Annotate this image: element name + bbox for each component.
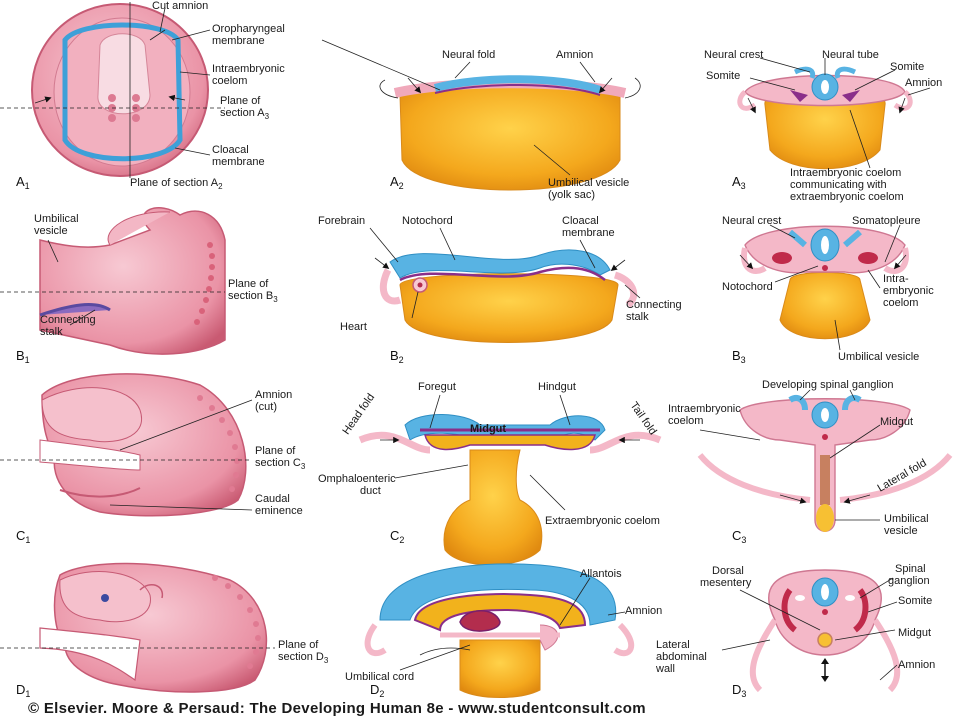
label-somite-a3-left: Somite	[706, 70, 740, 82]
label-somite-d3: Somite	[898, 595, 932, 607]
label-intraembryonic-coelom-b3: Intra- embryonic coelom	[883, 273, 937, 309]
panel-c3-diagram	[697, 389, 953, 532]
label-plane-section-d3: Plane of section D3	[278, 639, 329, 665]
label-hindgut: Hindgut	[538, 381, 576, 393]
label-connecting-stalk-b2: Connecting stalk	[626, 299, 685, 323]
label-oropharyngeal-membrane: Oropharyngeal membrane	[212, 23, 288, 47]
label-cloacal-membrane-a1: Cloacal membrane	[212, 144, 265, 168]
panel-label-a2: A2	[390, 174, 404, 191]
label-midgut-c3: Midgut	[880, 416, 913, 428]
label-amnion-cut-c1: Amnion (cut)	[255, 389, 295, 413]
label-somatopleure: Somatopleure	[852, 215, 921, 227]
label-neural-crest-b3: Neural crest	[722, 215, 781, 227]
label-foregut: Foregut	[418, 381, 456, 393]
panel-label-d2: D2	[370, 682, 384, 699]
label-umbilical-cord: Umbilical cord	[345, 671, 414, 683]
panel-c2-diagram	[358, 394, 662, 566]
label-connecting-stalk-b1: Connecting stalk	[40, 314, 99, 338]
label-dorsal-mesentery: Dorsal mesentery	[700, 565, 752, 589]
label-extraembryonic-coelom: Extraembryonic coelom	[545, 515, 660, 527]
label-intraembryonic-coelom-a1: Intraembryonic coelom	[212, 63, 288, 87]
label-plane-section-a2: Plane of section A2	[130, 177, 223, 191]
panel-b3-diagram	[739, 224, 909, 351]
panel-label-c1: C1	[16, 528, 30, 545]
label-amnion-d3: Amnion	[898, 659, 935, 671]
label-caudal-eminence: Caudal eminence	[255, 493, 303, 517]
label-head-fold: Head fold	[340, 392, 377, 437]
label-intraembryonic-coelom-a3: Intraembryonic coelom communicating with…	[790, 167, 904, 203]
label-midgut-c2: Midgut	[470, 423, 506, 435]
label-spinal-ganglion-d3: Spinal ganglion	[888, 563, 930, 587]
panel-b2-diagram	[369, 227, 641, 343]
panel-a3-diagram	[737, 57, 931, 170]
label-neural-tube: Neural tube	[822, 49, 879, 61]
panel-a2-diagram	[321, 39, 641, 191]
label-notochord-b2: Notochord	[402, 215, 453, 227]
copyright-footer: © Elsevier. Moore & Persaud: The Develop…	[0, 698, 960, 720]
label-plane-section-a3: Plane of section A3	[220, 95, 270, 121]
label-plane-section-c3: Plane of section C3	[255, 445, 306, 471]
label-intraembryonic-coelom-c3: Intraembryonic coelom	[668, 403, 744, 427]
label-umbilical-vesicle-b3: Umbilical vesicle	[838, 351, 919, 363]
label-neural-crest-a3: Neural crest	[704, 49, 763, 61]
panel-d1-diagram	[0, 562, 275, 693]
label-amnion-a2: Amnion	[556, 49, 593, 61]
panel-label-b1: B1	[16, 348, 30, 365]
panel-label-b3: B3	[732, 348, 746, 365]
label-umbilical-vesicle-b1: Umbilical vesicle	[34, 213, 82, 237]
panel-label-d1: D1	[16, 682, 30, 699]
label-omphaloenteric-duct: Omphaloenteric duct	[318, 473, 399, 497]
label-somite-a3-right: Somite	[890, 61, 924, 73]
label-developing-spinal-ganglion: Developing spinal ganglion	[762, 379, 893, 391]
label-umbilical-vesicle-c3: Umbilical vesicle	[884, 513, 932, 537]
label-amnion-a3: Amnion	[905, 77, 942, 89]
label-cut-amnion: Cut amnion	[152, 0, 208, 12]
label-tail-fold: Tail fold	[628, 400, 659, 437]
copyright-text: © Elsevier. Moore & Persaud: The Develop…	[28, 700, 646, 717]
panel-label-c2: C2	[390, 528, 404, 545]
panel-c1-diagram	[0, 373, 253, 517]
panel-label-a1: A1	[16, 174, 30, 191]
panel-label-d3: D3	[732, 682, 746, 699]
label-forebrain: Forebrain	[318, 215, 365, 227]
label-notochord-b3: Notochord	[722, 281, 773, 293]
label-lateral-abdominal-wall: Lateral abdominal wall	[655, 639, 710, 675]
panel-d3-diagram	[721, 569, 901, 693]
panel-d2-diagram	[364, 563, 635, 698]
label-heart: Heart	[340, 321, 367, 333]
label-umbilical-vesicle-a2: Umbilical vesicle (yolk sac)	[548, 177, 632, 201]
panel-a1-diagram	[0, 2, 225, 178]
label-midgut-d3: Midgut	[898, 627, 931, 639]
label-neural-fold: Neural fold	[442, 49, 495, 61]
label-amnion-d2: Amnion	[625, 605, 662, 617]
label-cloacal-membrane-b2: Cloacal membrane	[562, 215, 615, 239]
label-plane-section-b3: Plane of section B3	[228, 278, 278, 304]
label-allantois: Allantois	[580, 568, 622, 580]
panel-label-a3: A3	[732, 174, 746, 191]
embryo-folding-diagram: Cut amnion Oropharyngeal membrane Intrae…	[0, 0, 953, 699]
panel-label-c3: C3	[732, 528, 746, 545]
panel-label-b2: B2	[390, 348, 404, 365]
panel-b1-diagram	[0, 207, 226, 355]
